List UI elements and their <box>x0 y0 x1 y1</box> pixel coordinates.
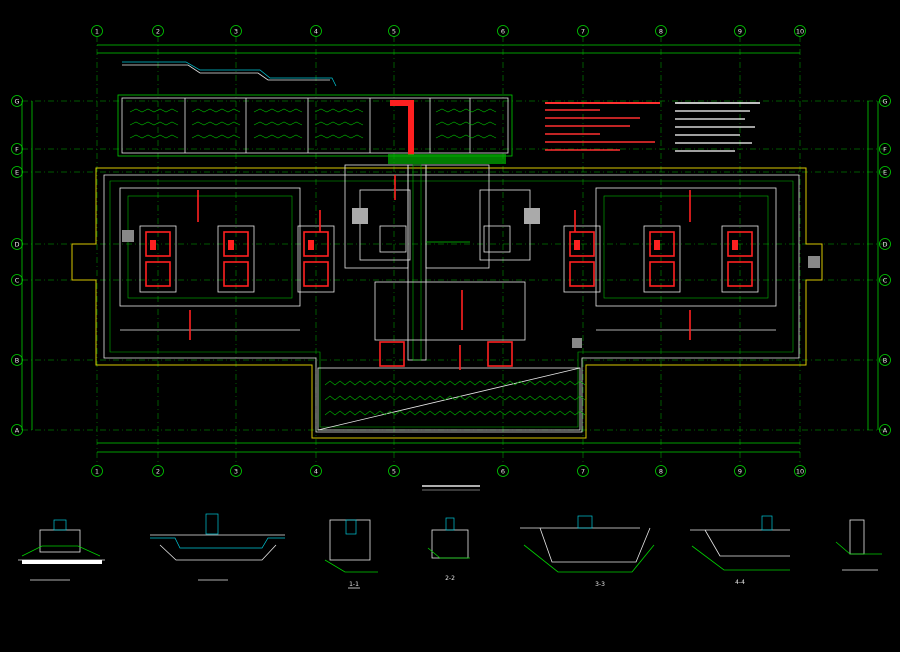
axis-bottom-7-label: 7 <box>581 468 585 476</box>
axis-top-4-label: 4 <box>314 28 318 36</box>
axis-left-C-label: C <box>15 277 20 285</box>
axis-bottom-2-circle <box>152 465 164 477</box>
axis-right-F-circle <box>879 143 891 155</box>
axis-bottom-9-circle <box>734 465 746 477</box>
axis-right-A-circle <box>879 424 891 436</box>
detail-1-1-left <box>18 519 105 581</box>
axis-right-E-circle <box>879 166 891 178</box>
axis-right-E-label: E <box>883 169 887 177</box>
axis-top-10-circle <box>794 25 806 37</box>
top-dimension-lines <box>21 44 879 453</box>
axis-bottom-10-label: 10 <box>796 468 804 476</box>
general-notes <box>545 102 760 152</box>
axis-top-4-circle <box>310 25 322 37</box>
axis-left-E-circle <box>11 166 23 178</box>
axis-bottom-9-label: 9 <box>738 468 742 476</box>
axis-bubbles-bottom: 1 2 3 4 5 6 7 8 9 10 <box>91 465 806 477</box>
axis-left-F-circle <box>11 143 23 155</box>
inner-rooms <box>119 187 777 331</box>
bottom-tank <box>317 367 586 431</box>
axis-left-E-label: E <box>15 169 19 177</box>
axis-bottom-5-circle <box>388 465 400 477</box>
section-3-3: 3-3 <box>520 515 655 588</box>
axis-top-1-circle <box>91 25 103 37</box>
axis-bottom-4-circle <box>310 465 322 477</box>
axis-left-G-circle <box>11 95 23 107</box>
axis-right-A-label: A <box>883 427 888 435</box>
axis-left-D-circle <box>11 238 23 250</box>
axis-right-C-label: C <box>883 277 888 285</box>
detail-1-1-right <box>150 513 285 581</box>
axis-top-10-label: 10 <box>796 28 804 36</box>
section-1-1-label: 1-1 <box>349 581 359 588</box>
detail-wall-right <box>835 519 882 571</box>
axis-top-5-label: 5 <box>392 28 396 36</box>
axis-right-D-circle <box>879 238 891 250</box>
axis-left-B-circle <box>11 354 23 366</box>
axis-bottom-3-label: 3 <box>234 468 238 476</box>
axis-top-6-circle <box>497 25 509 37</box>
axis-top-3-label: 3 <box>234 28 238 36</box>
axis-left-G-label: G <box>14 98 19 106</box>
axis-bubbles-right: G F E D C B A <box>879 95 891 436</box>
section-1-1: 1-1 <box>324 519 378 589</box>
axis-top-1-label: 1 <box>95 28 99 36</box>
axis-bubbles-top: 1 2 3 4 5 6 7 8 9 10 <box>91 25 806 37</box>
axis-bubbles-left: G F E D C B A <box>11 95 23 436</box>
axis-bottom-8-label: 8 <box>659 468 663 476</box>
axis-top-2-circle <box>152 25 164 37</box>
axis-bottom-5-label: 5 <box>392 468 396 476</box>
section-2-2: 2-2 <box>427 517 470 582</box>
section-4-4-label: 4-4 <box>735 579 745 586</box>
axis-bottom-6-label: 6 <box>501 468 505 476</box>
section-2-2-label: 2-2 <box>445 575 455 582</box>
axis-left-C-circle <box>11 274 23 286</box>
axis-right-D-label: D <box>882 241 887 249</box>
axis-left-A-label: A <box>15 427 20 435</box>
axis-bottom-8-circle <box>655 465 667 477</box>
column-foundations <box>139 225 759 367</box>
axis-bottom-10-circle <box>794 465 806 477</box>
axis-top-2-label: 2 <box>156 28 160 36</box>
axis-top-9-circle <box>734 25 746 37</box>
axis-right-C-circle <box>879 274 891 286</box>
main-plan-outline <box>71 167 823 439</box>
axis-right-F-label: F <box>883 146 887 154</box>
axis-right-B-label: B <box>883 357 887 365</box>
axis-bottom-7-circle <box>577 465 589 477</box>
top-tank <box>117 94 513 164</box>
axis-bottom-4-label: 4 <box>314 468 318 476</box>
axis-bottom-6-circle <box>497 465 509 477</box>
axis-bottom-1-label: 1 <box>95 468 99 476</box>
axis-bottom-2-label: 2 <box>156 468 160 476</box>
axis-top-5-circle <box>388 25 400 37</box>
axis-left-F-label: F <box>15 146 19 154</box>
axis-top-9-label: 9 <box>738 28 742 36</box>
axis-bottom-1-circle <box>91 465 103 477</box>
axis-bottom-3-circle <box>230 465 242 477</box>
red-rebar-marks <box>189 175 691 370</box>
axis-top-7-label: 7 <box>581 28 585 36</box>
axis-left-B-label: B <box>15 357 19 365</box>
section-3-3-label: 3-3 <box>595 581 605 588</box>
section-4-4: 4-4 <box>690 515 790 586</box>
axis-top-3-circle <box>230 25 242 37</box>
axis-right-B-circle <box>879 354 891 366</box>
axis-top-6-label: 6 <box>501 28 505 36</box>
axis-top-8-circle <box>655 25 667 37</box>
axis-left-A-circle <box>11 424 23 436</box>
axis-right-G-circle <box>879 95 891 107</box>
axis-right-G-label: G <box>882 98 887 106</box>
central-corridor <box>344 164 526 361</box>
plan-title <box>422 485 480 491</box>
axis-top-7-circle <box>577 25 589 37</box>
terrain-profile <box>122 61 337 87</box>
axis-left-D-label: D <box>14 241 19 249</box>
axis-top-8-label: 8 <box>659 28 663 36</box>
equipment-blocks <box>122 208 820 348</box>
